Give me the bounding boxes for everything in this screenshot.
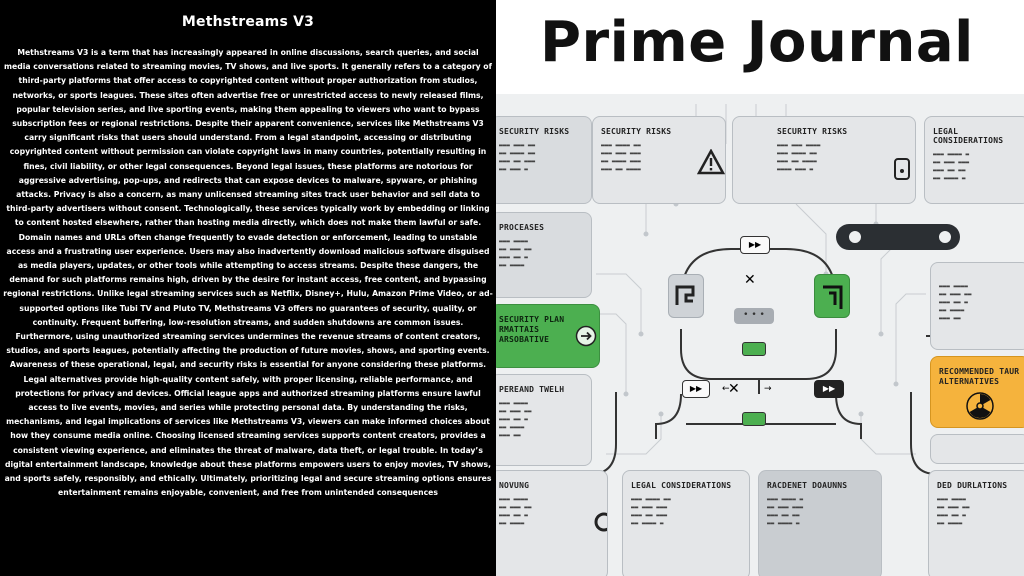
- article-panel: Methstreams V3 Methstreams V3 is a term …: [0, 0, 496, 576]
- close-icon-2: ✕: [728, 381, 740, 397]
- card-ded: DED DURLATIONS ▬▬▬ ▬▬▬▬▬▬ ▬▬▬ ▬▬▬▬▬ ▬▬ ▬…: [928, 470, 1024, 576]
- brand-title: Prime Journal: [540, 10, 974, 75]
- article-title: Methstreams V3: [181, 14, 315, 30]
- node-left: [668, 274, 704, 318]
- card-recent: RACDENET DOAUNNS ▬▬▬ ▬▬▬▬ ▬▬▬ ▬▬▬ ▬▬▬▬▬▬…: [758, 470, 882, 576]
- green-chip-2: [742, 412, 766, 426]
- arrow-right-icon: →: [764, 384, 772, 394]
- card-right-strip: [930, 434, 1024, 464]
- arrow-left-icon: ←: [722, 384, 730, 394]
- play-button-left: ▶▶: [682, 380, 710, 398]
- card-right-info: ▬▬▬ ▬▬▬▬▬▬ ▬▬▬ ▬▬▬▬▬ ▬▬ ▬▬▬ ▬▬▬▬▬▬▬ ▬▬: [930, 262, 1024, 350]
- card-security-risks-2: SECURITY RISKS ▬▬▬ ▬▬▬▬ ▬▬▬▬▬ ▬▬▬ ▬▬▬▬▬ …: [592, 116, 726, 204]
- card-legal-bottom: LEGAL CONSIDERATIONS ▬▬▬ ▬▬▬▬ ▬▬▬▬ ▬▬▬ ▬…: [622, 470, 750, 576]
- card-security-risks-1: SECURITY RISKS ▬▬▬ ▬▬▬ ▬▬▬▬ ▬▬▬▬ ▬▬▬▬▬ ▬…: [496, 116, 592, 204]
- card-moving: NOVUNG ▬▬▬ ▬▬▬▬▬▬ ▬▬▬ ▬▬▬▬▬ ▬▬ ▬▬▬ ▬▬▬▬: [496, 470, 608, 576]
- green-chip-1: [742, 342, 766, 356]
- card-process: PROCEASES ▬▬▬ ▬▬▬▬▬▬ ▬▬▬ ▬▬▬▬▬ ▬▬ ▬▬▬ ▬▬…: [496, 212, 592, 298]
- article-body: Methstreams V3 is a term that has increa…: [3, 48, 493, 498]
- play-button-right: ▶▶: [814, 380, 844, 398]
- close-icon: ✕: [744, 272, 756, 288]
- card-threat: PEREAND TWELH ▬▬▬ ▬▬▬▬▬▬ ▬▬▬ ▬▬▬▬▬ ▬▬ ▬▬…: [496, 374, 592, 466]
- card-recommended: RECOMMENDED TAUR ALTERNATIVES: [930, 356, 1024, 428]
- card-legal-top: LEGAL CONSIDERATIONS ▬▬▬ ▬▬▬▬ ▬▬▬ ▬▬▬ ▬▬…: [924, 116, 1024, 204]
- card-security-plan: SECURITY PLAN RMATTAIS ARSOBATIVE: [496, 304, 600, 368]
- card-security-risks-3: SECURITY RISKS ▬▬▬ ▬▬▬ ▬▬▬▬▬▬▬ ▬▬▬▬ ▬▬▬▬…: [732, 116, 916, 204]
- node-right: [814, 274, 850, 318]
- play-button-top: ▶▶: [740, 236, 770, 254]
- infographic-image: SECURITY RISKS ▬▬▬ ▬▬▬ ▬▬▬▬ ▬▬▬▬ ▬▬▬▬▬ ▬…: [496, 94, 1024, 576]
- dots-bar: • • •: [734, 308, 774, 324]
